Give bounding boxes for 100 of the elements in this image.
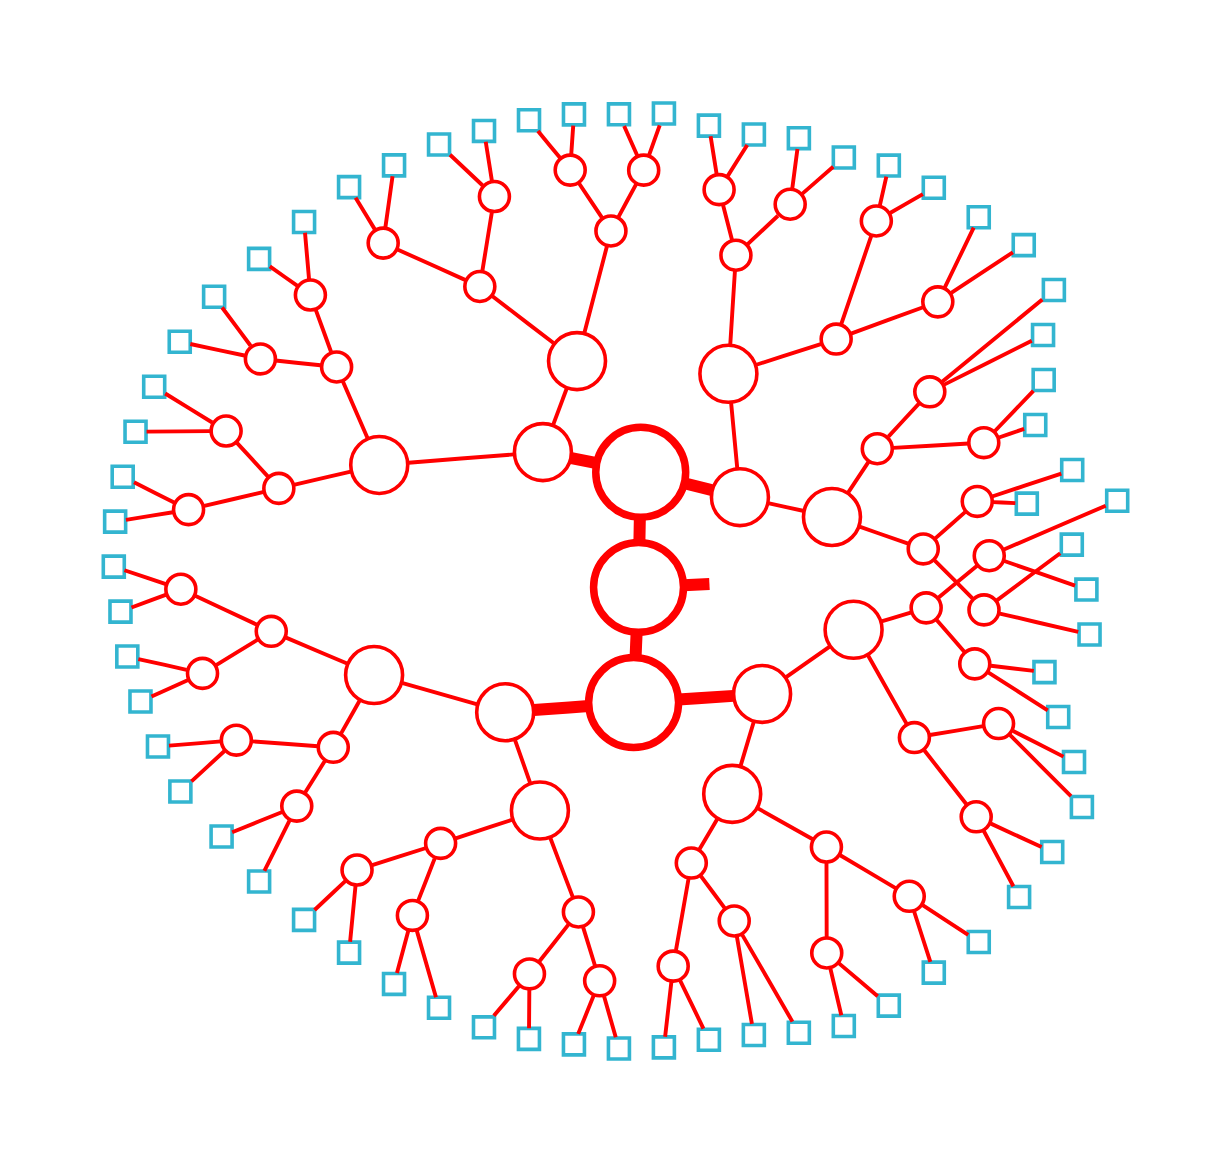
node-circle: [958, 646, 992, 681]
connector: [998, 426, 1025, 439]
connector: [130, 592, 167, 609]
node-circle: [254, 614, 289, 648]
connector: [828, 967, 844, 1016]
node-circle: [701, 763, 763, 824]
connector: [992, 389, 1035, 433]
connector: [581, 925, 598, 967]
node-circle: [561, 894, 596, 929]
node-circle: [423, 826, 458, 860]
connector: [995, 551, 1062, 602]
node-box: [1077, 621, 1102, 647]
node-circle: [209, 413, 243, 448]
node-circle: [773, 186, 807, 221]
connector: [865, 653, 909, 725]
node-circle: [293, 277, 328, 312]
connector: [992, 499, 1016, 505]
connector: [839, 234, 874, 325]
connector: [602, 995, 618, 1038]
node-circle: [731, 663, 793, 724]
connector: [268, 264, 299, 288]
node-circle: [909, 590, 943, 625]
node-box: [291, 907, 317, 932]
node-box: [651, 1034, 677, 1060]
connector: [1003, 503, 1107, 551]
connector: [755, 341, 823, 367]
node-box: [606, 101, 632, 127]
node-circle: [366, 225, 400, 260]
node-box: [741, 1022, 767, 1047]
connector: [708, 135, 719, 175]
node-box: [1059, 531, 1085, 557]
connector: [678, 978, 706, 1029]
connector: [303, 759, 327, 794]
node-box: [651, 100, 677, 126]
connector: [728, 269, 737, 345]
connector: [683, 476, 713, 496]
connector: [303, 232, 312, 280]
node-box: [786, 125, 812, 150]
node-box: [381, 971, 407, 996]
node-box: [696, 112, 722, 138]
connector: [892, 441, 969, 450]
node-box: [101, 553, 127, 579]
node-circle: [509, 779, 571, 841]
connector: [512, 737, 533, 784]
connector: [491, 293, 555, 345]
connector: [950, 250, 1014, 295]
connector: [646, 124, 662, 156]
node-box: [246, 246, 272, 271]
node-circle: [972, 538, 1007, 572]
connector: [214, 637, 259, 667]
connector: [740, 933, 795, 1023]
connector: [262, 819, 292, 872]
connector: [164, 391, 214, 424]
connector: [396, 246, 467, 282]
connector: [416, 857, 437, 902]
connector: [202, 489, 265, 508]
connector: [395, 928, 411, 973]
node-circle: [959, 799, 993, 834]
connector: [886, 401, 921, 438]
node-circle: [906, 531, 940, 566]
node-box: [831, 1013, 857, 1038]
node-box: [921, 959, 947, 985]
connector: [448, 152, 484, 187]
node-circle: [719, 237, 753, 272]
node-circle: [546, 330, 608, 391]
connector: [838, 852, 897, 890]
connector: [785, 644, 832, 679]
node-box: [201, 284, 227, 309]
connector: [551, 386, 569, 426]
node-circle: [823, 599, 884, 660]
connector: [663, 980, 674, 1037]
connector: [537, 922, 571, 963]
node-circle: [340, 852, 374, 887]
node-box: [876, 152, 902, 178]
connector: [285, 635, 348, 665]
node-box: [167, 328, 193, 354]
connector: [929, 723, 984, 737]
node-box: [1032, 659, 1057, 684]
connector: [569, 124, 576, 155]
connector: [123, 567, 168, 586]
connector: [734, 935, 754, 1024]
node-circle: [553, 152, 587, 187]
connector: [933, 510, 967, 540]
connector: [133, 480, 176, 504]
node-circle: [463, 269, 497, 303]
node-circle: [717, 903, 751, 938]
node-box: [1022, 412, 1048, 437]
node-circle: [582, 963, 617, 998]
node-box: [246, 868, 272, 894]
node-circle: [319, 349, 354, 384]
node-circle: [967, 425, 1001, 459]
node-box: [606, 1035, 632, 1061]
node-box: [516, 1026, 542, 1051]
node-box: [1006, 884, 1032, 909]
node-circle: [592, 423, 690, 521]
connector: [629, 632, 643, 658]
node-circle: [656, 948, 690, 983]
node-circle: [512, 421, 574, 482]
connector: [990, 663, 1034, 673]
node-box: [102, 508, 128, 534]
